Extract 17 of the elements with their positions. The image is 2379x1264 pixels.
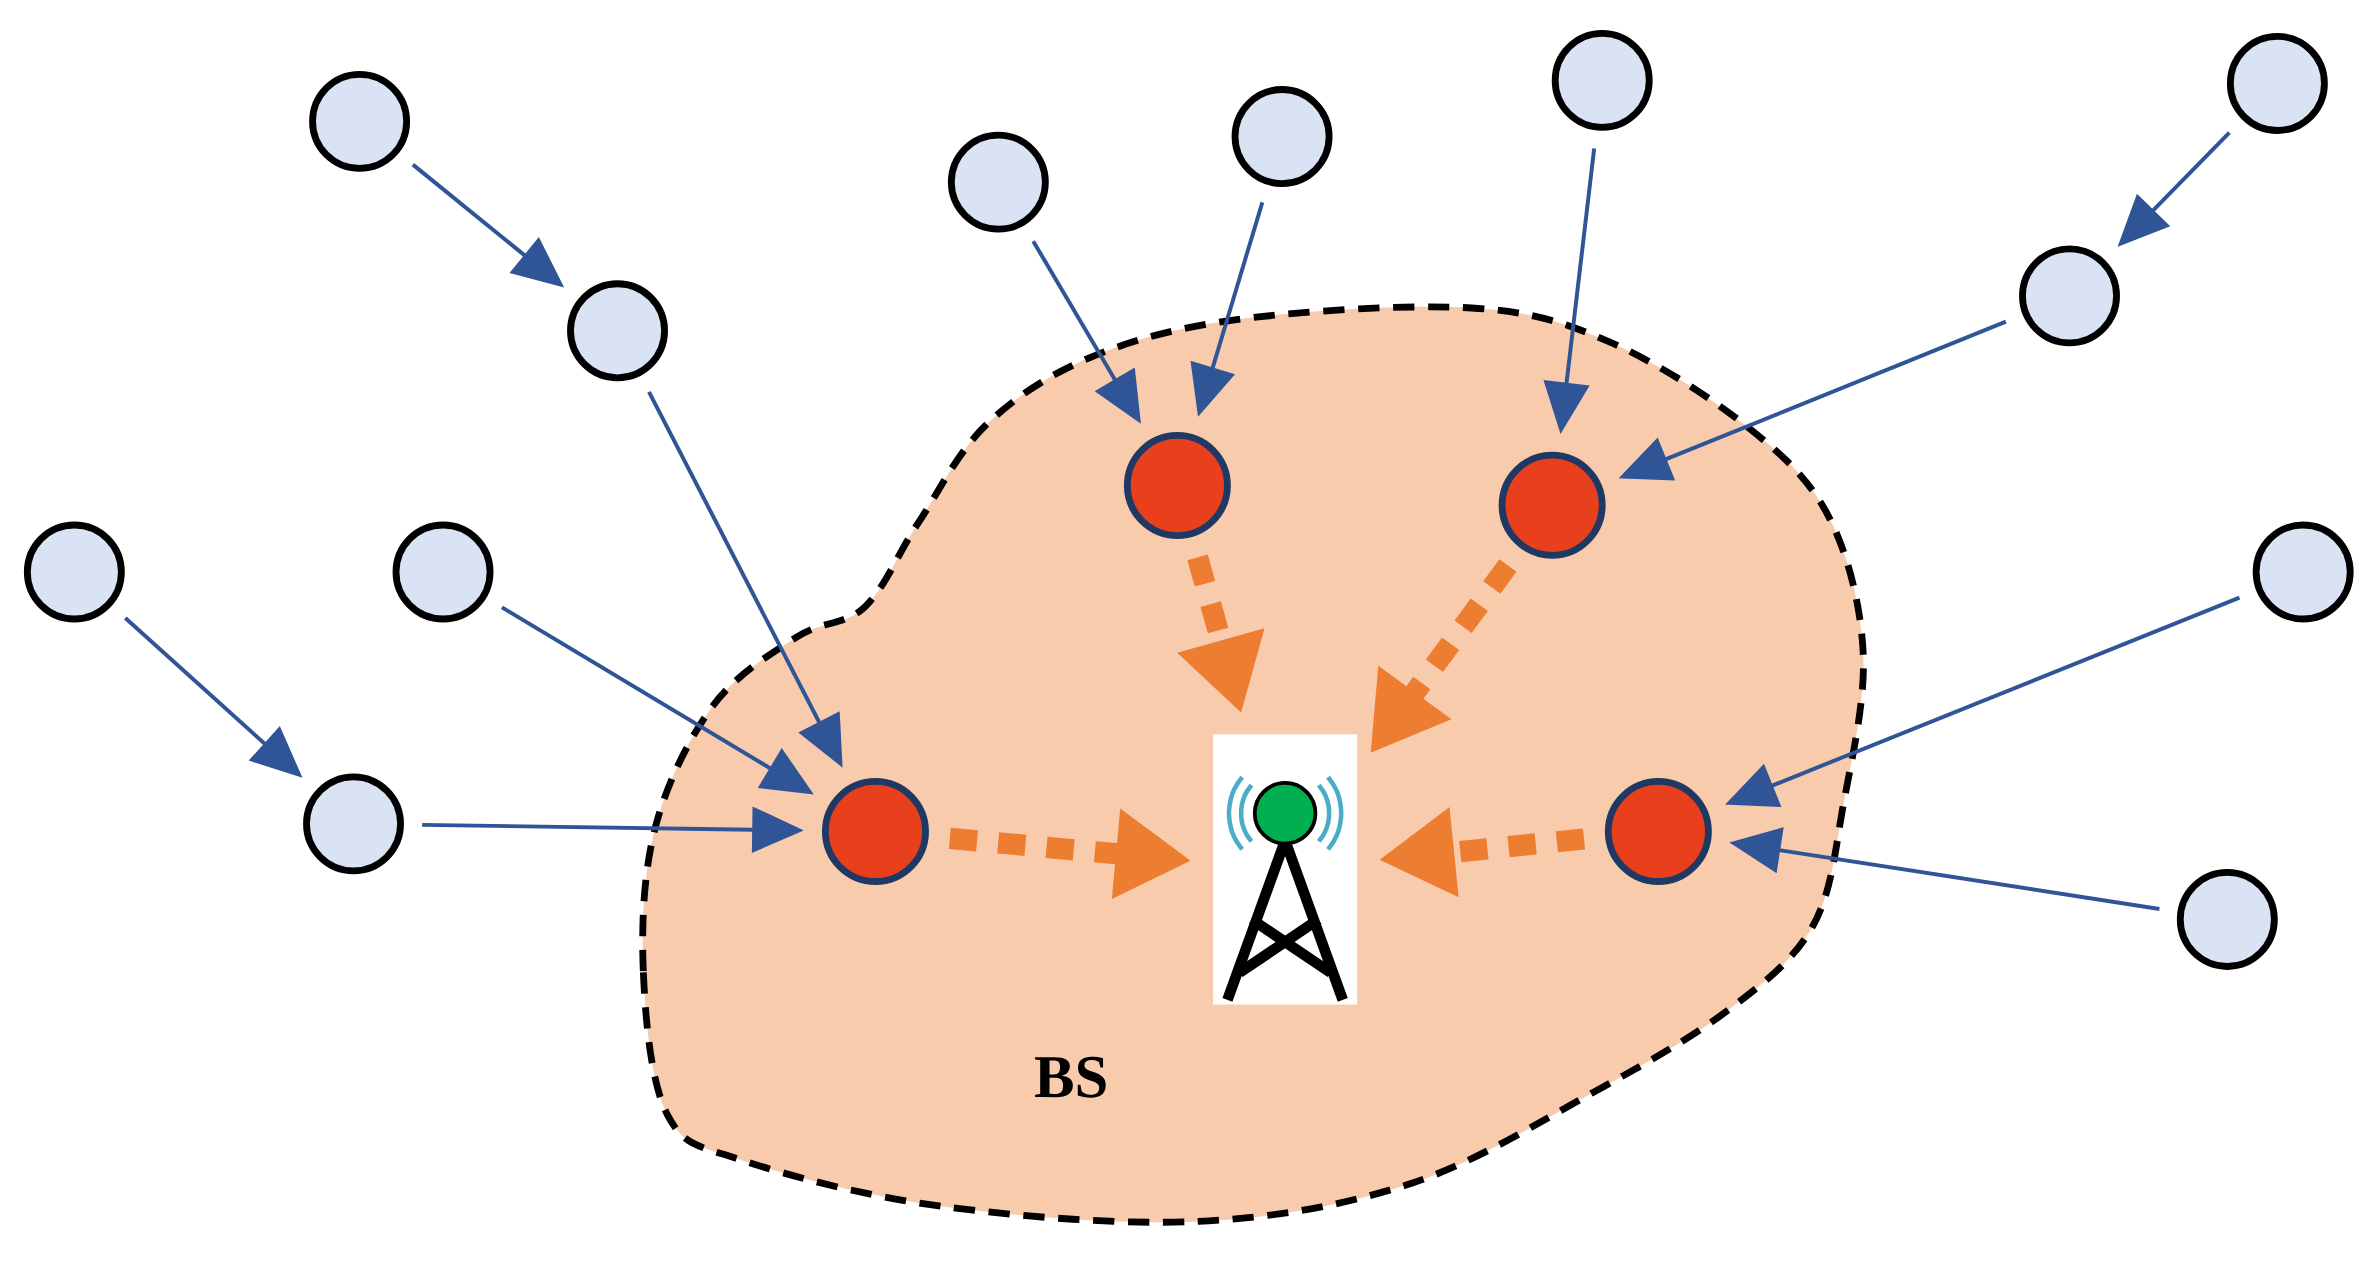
device-circle <box>947 131 1049 233</box>
device-circle <box>1231 86 1333 188</box>
tower-icon <box>1213 734 1358 1006</box>
device-circle <box>23 521 125 623</box>
device-circle <box>1551 30 1653 131</box>
device-circle <box>392 521 494 623</box>
device-circle <box>2226 33 2328 134</box>
relay-circle <box>1123 432 1231 540</box>
device-circle <box>309 71 411 172</box>
device-circle <box>2176 869 2278 970</box>
device-circle <box>2252 521 2354 623</box>
device-circle <box>567 280 668 382</box>
relay-circle <box>1604 778 1712 885</box>
device-circle <box>303 773 404 875</box>
relay-circle <box>821 778 929 885</box>
relay-circle <box>1498 451 1606 559</box>
device-circle <box>2019 245 2120 347</box>
